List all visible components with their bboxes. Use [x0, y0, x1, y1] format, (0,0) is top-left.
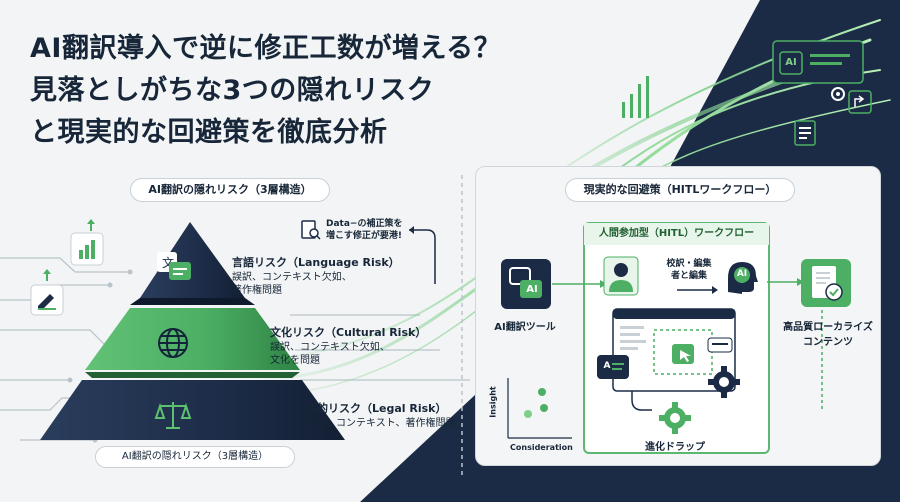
callout-line-1: Data−の補正策を: [326, 219, 403, 229]
person-icon: [603, 256, 639, 296]
globe-icon: [158, 328, 188, 358]
hitl-workflow-title: 人間参加型（HITL）ワークフロー: [584, 223, 769, 245]
left-section-header: AI翻訳の隠れリスク（3層構造）: [130, 178, 330, 202]
ai-tool-icon[interactable]: [500, 258, 552, 310]
output-label-line-1: 高品質ローカライズ: [783, 322, 873, 333]
legal-risk-title: 法的リスク（Legal Risk）: [306, 402, 447, 415]
editor-screen[interactable]: [612, 308, 736, 392]
ai-head-label: AI: [736, 269, 748, 279]
ai-window-badge: AI: [785, 57, 797, 68]
legal-risk-label: 法的リスク（Legal Risk） 誤訳、コンテキスト、著作権問題: [306, 402, 476, 430]
chart-ylabel: Insight: [488, 386, 498, 418]
ai-tool-label: AI翻訳ツール: [494, 322, 556, 333]
screen-badge-icon: [597, 355, 629, 379]
up-arrow-icon: [87, 219, 95, 231]
up-arrow-icon-2: [43, 269, 51, 281]
pyramid-middle: [85, 308, 300, 370]
arrow-up-box-icon: [848, 90, 872, 114]
mini-scatter-chart: [507, 378, 572, 439]
chart-xlabel: Consideration: [510, 443, 573, 452]
left-section-footer: AI翻訳の隠れリスク（3層構造）: [95, 446, 295, 468]
cultural-risk-desc-2: 文化を問題: [270, 355, 320, 366]
output-label-line-2: コンテンツ: [803, 337, 853, 348]
ai-window-icon: [772, 40, 864, 84]
flow-arrows: [552, 278, 823, 411]
language-risk-desc-1: 誤訳、コンテキスト欠如、: [232, 272, 352, 283]
scales-icon: [154, 402, 192, 429]
section-divider: [461, 175, 463, 475]
pyramid-bottom: [40, 380, 345, 440]
loop-label: 進化ドラップ: [645, 442, 705, 453]
title-line-2: 見落としがちな3つの隠れリスク: [30, 75, 435, 106]
callout-line-2: 増こす修正が要港!: [326, 231, 402, 241]
cultural-risk-desc-1: 誤訳、コンテキスト欠如、: [270, 342, 390, 353]
edit-label: 校訳・編集 者と編集: [654, 258, 724, 282]
bar-chart-icon[interactable]: [70, 232, 104, 266]
language-risk-desc-2: 著作権問題: [232, 285, 282, 296]
settings-icon: [831, 87, 845, 101]
translate-icon: 文: [157, 252, 191, 280]
cultural-risk-label: 文化リスク（Cultural Risk） 誤訳、コンテキスト欠如、 文化を問題: [270, 326, 440, 367]
callout-note: Data−の補正策を 増こす修正が要港!: [326, 218, 436, 242]
title-line-3: と現実的な回避策を徹底分析: [30, 117, 388, 148]
screen-badge-label: A: [603, 361, 611, 371]
gear-icon: [708, 366, 740, 398]
output-document-icon: [801, 259, 851, 307]
cultural-risk-title: 文化リスク（Cultural Risk）: [270, 326, 427, 339]
language-risk-label: 言語リスク（Language Risk） 誤訳、コンテキスト欠如、 著作権問題: [232, 256, 402, 297]
legal-risk-desc-1: 誤訳、コンテキスト、著作権問題: [306, 418, 456, 429]
edit-document-icon[interactable]: [30, 284, 64, 316]
ai-head-icon: [728, 262, 758, 294]
title-line-1: AI翻訳導入で逆に修正工数が増える？: [30, 33, 502, 64]
language-risk-title: 言語リスク（Language Risk）: [232, 256, 400, 269]
loop-gear-icon: [659, 402, 691, 434]
ai-tool-badge: AI: [526, 284, 538, 295]
edit-label-line-2: 者と編集: [670, 271, 707, 281]
page-title: AI翻訳導入で逆に修正工数が増える？ 見落としがちな3つの隠れリスク と現実的な…: [30, 28, 550, 154]
output-label: 高品質ローカライズ コンテンツ: [778, 318, 878, 348]
document-search-icon: [301, 220, 321, 240]
edit-label-line-1: 校訳・編集: [666, 259, 712, 269]
callout-arrow: [409, 226, 436, 284]
pyramid-top: [140, 222, 245, 298]
right-section-header: 現実的な回避策（HITLワークフロー）: [565, 178, 795, 202]
document-icon: [794, 120, 816, 146]
